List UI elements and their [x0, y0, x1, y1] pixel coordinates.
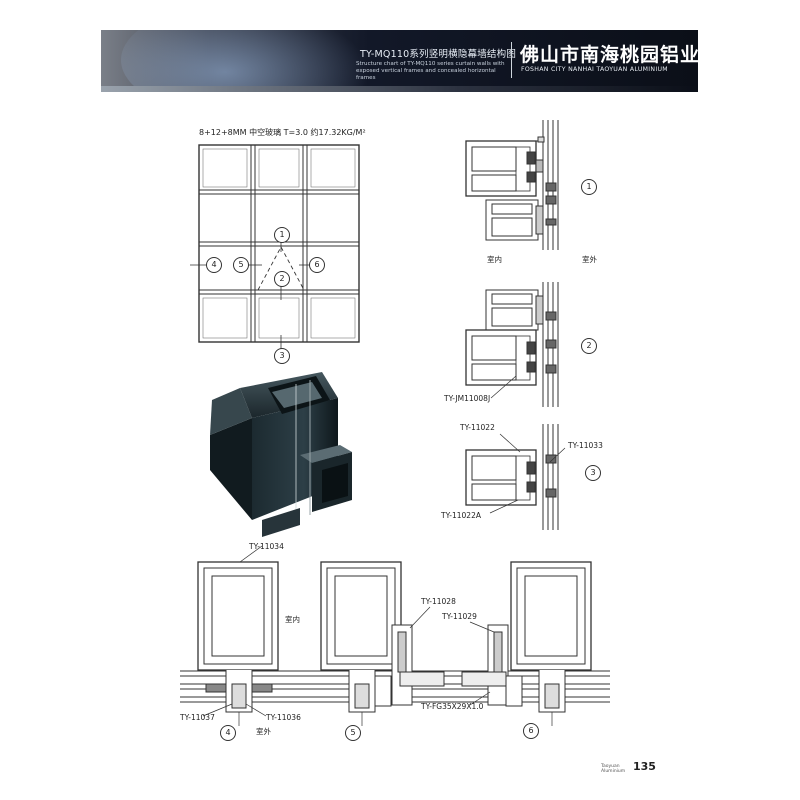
marker-4-elevation: 4: [206, 257, 222, 273]
section-1-drawing: [465, 120, 559, 250]
section-3-drawing: [465, 424, 566, 530]
label-11036: TY-11036: [266, 713, 301, 722]
label-11022a: TY-11022A: [441, 511, 481, 520]
label-11037: TY-11037: [180, 713, 215, 722]
plan-sections: [180, 545, 610, 726]
banner-bar: [101, 86, 698, 92]
footer-brand-line1: Taoyuan: [601, 764, 620, 769]
glass-spec-text: 8+12+8MM 中空玻璃 T=3.0 约17.32KG/M²: [199, 128, 366, 137]
label-fg35: TY-FG35X29X1.0: [421, 702, 484, 711]
company-name-en: FOSHAN CITY NANHAI TAOYUAN ALUMINIUM: [521, 66, 668, 73]
marker-5-elevation: 5: [233, 257, 249, 273]
3d-section-model: [210, 372, 352, 537]
footer-brand-line2: Aluminium: [601, 769, 626, 774]
marker-3-section: 3: [585, 465, 601, 481]
label-11028: TY-11028: [421, 597, 456, 606]
label-11034: TY-11034: [249, 542, 284, 551]
marker-5-section: 5: [345, 725, 361, 741]
banner-subtitle: Structure chart of TY-MQ110 series curta…: [356, 61, 516, 82]
header-banner: [101, 30, 698, 92]
banner-title: TY-MQ110系列竖明横隐幕墙结构图: [360, 49, 517, 60]
marker-2-section: 2: [581, 338, 597, 354]
company-name-cn: 佛山市南海桃园铝业: [520, 44, 701, 66]
section-2-drawing: [465, 282, 559, 407]
banner-swoosh: [121, 30, 381, 92]
banner-subtitle-line2: exposed vertical frames and concealed ho…: [356, 68, 496, 81]
marker-6-elevation: 6: [309, 257, 325, 273]
label-outdoor-section: 室外: [582, 255, 597, 264]
page-number: 135: [633, 760, 656, 773]
label-indoor-plan: 室内: [285, 615, 300, 624]
label-11022: TY-11022: [460, 423, 495, 432]
label-jm11008j: TY-JM11008J: [444, 394, 491, 403]
banner-subtitle-line1: Structure chart of TY-MQ110 series curta…: [356, 61, 505, 67]
marker-4-section: 4: [220, 725, 236, 741]
label-11033: TY-11033: [568, 441, 603, 450]
label-11029: TY-11029: [442, 612, 477, 621]
label-outdoor-plan: 室外: [256, 727, 271, 736]
elevation-grid: [190, 144, 360, 350]
marker-3-elevation: 3: [274, 348, 290, 364]
label-indoor-section: 室内: [487, 255, 502, 264]
marker-2-elevation: 2: [274, 271, 290, 287]
footer-brand: Taoyuan Aluminium: [601, 764, 625, 774]
banner-divider: [511, 42, 512, 78]
marker-6-section: 6: [523, 723, 539, 739]
marker-1-section: 1: [581, 179, 597, 195]
marker-1-elevation: 1: [274, 227, 290, 243]
